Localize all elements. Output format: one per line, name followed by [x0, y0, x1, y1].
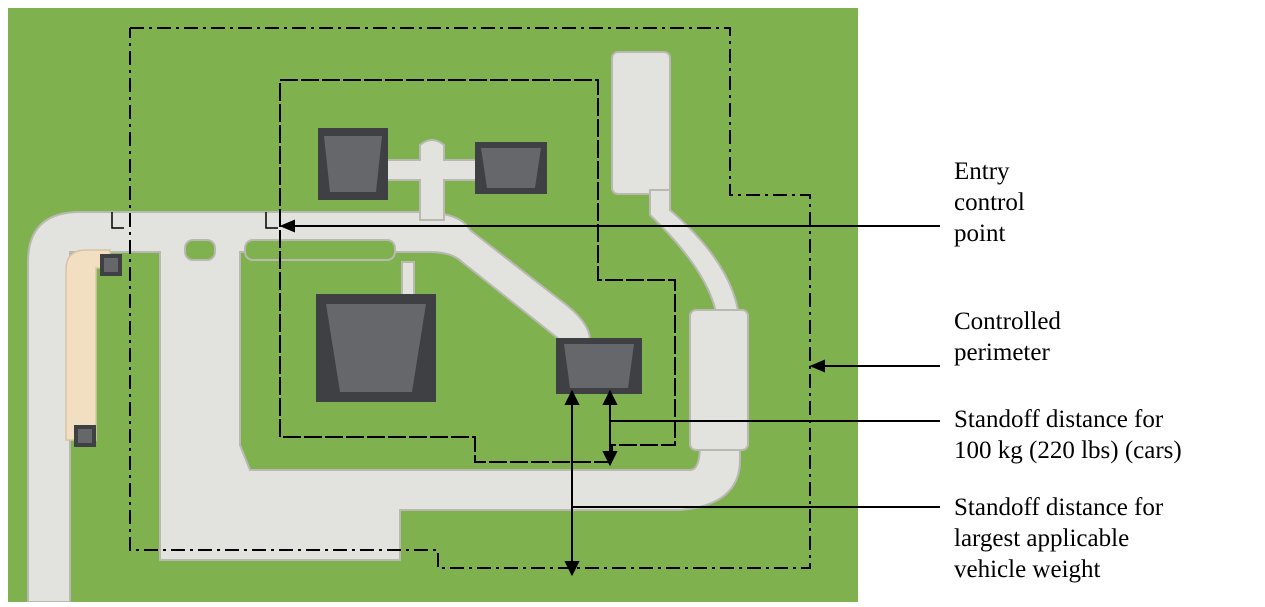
buildings — [74, 128, 642, 447]
label-entry-line-3: point — [954, 220, 1006, 247]
leader-lines — [279, 219, 940, 508]
building-main — [316, 294, 436, 402]
label-standoff-largest-line-1: Standoff distance for — [954, 494, 1164, 521]
parking-lot-south — [689, 309, 749, 451]
standoff-line-cars — [279, 79, 676, 463]
controlled-perimeter-line — [129, 27, 811, 569]
label-entry-control-point: Entry control point — [954, 156, 1025, 249]
standoff-arrows — [564, 389, 618, 577]
guard-booth-south — [74, 425, 96, 447]
parking-lot-north — [611, 51, 671, 195]
label-standoff-largest-line-2: largest applicable — [954, 525, 1130, 552]
label-standoff-cars-line-1: Standoff distance for — [954, 406, 1164, 433]
building-northeast — [475, 142, 547, 194]
road-island-1 — [184, 239, 216, 261]
footpath-main — [401, 261, 415, 297]
label-entry-line-2: control — [954, 189, 1025, 216]
road-network — [27, 51, 749, 603]
guard-booth-north — [100, 254, 122, 276]
label-standoff-cars-line-2: 100 kg (220 lbs) (cars) — [954, 437, 1182, 464]
label-standoff-largest-line-3: vehicle weight — [954, 556, 1101, 583]
entry-gate-markers — [111, 212, 278, 229]
label-perimeter-line-2: perimeter — [954, 339, 1050, 366]
label-standoff-largest: Standoff distance for largest applicable… — [954, 492, 1163, 585]
label-standoff-cars: Standoff distance for 100 kg (220 lbs) (… — [954, 404, 1182, 466]
building-southeast — [556, 338, 642, 394]
footpath-top — [384, 139, 486, 221]
label-entry-line-1: Entry — [954, 158, 1010, 185]
label-perimeter-line-1: Controlled — [954, 308, 1061, 335]
label-controlled-perimeter: Controlled perimeter — [954, 306, 1061, 368]
road-island-2 — [244, 239, 396, 261]
building-northwest — [318, 128, 388, 200]
